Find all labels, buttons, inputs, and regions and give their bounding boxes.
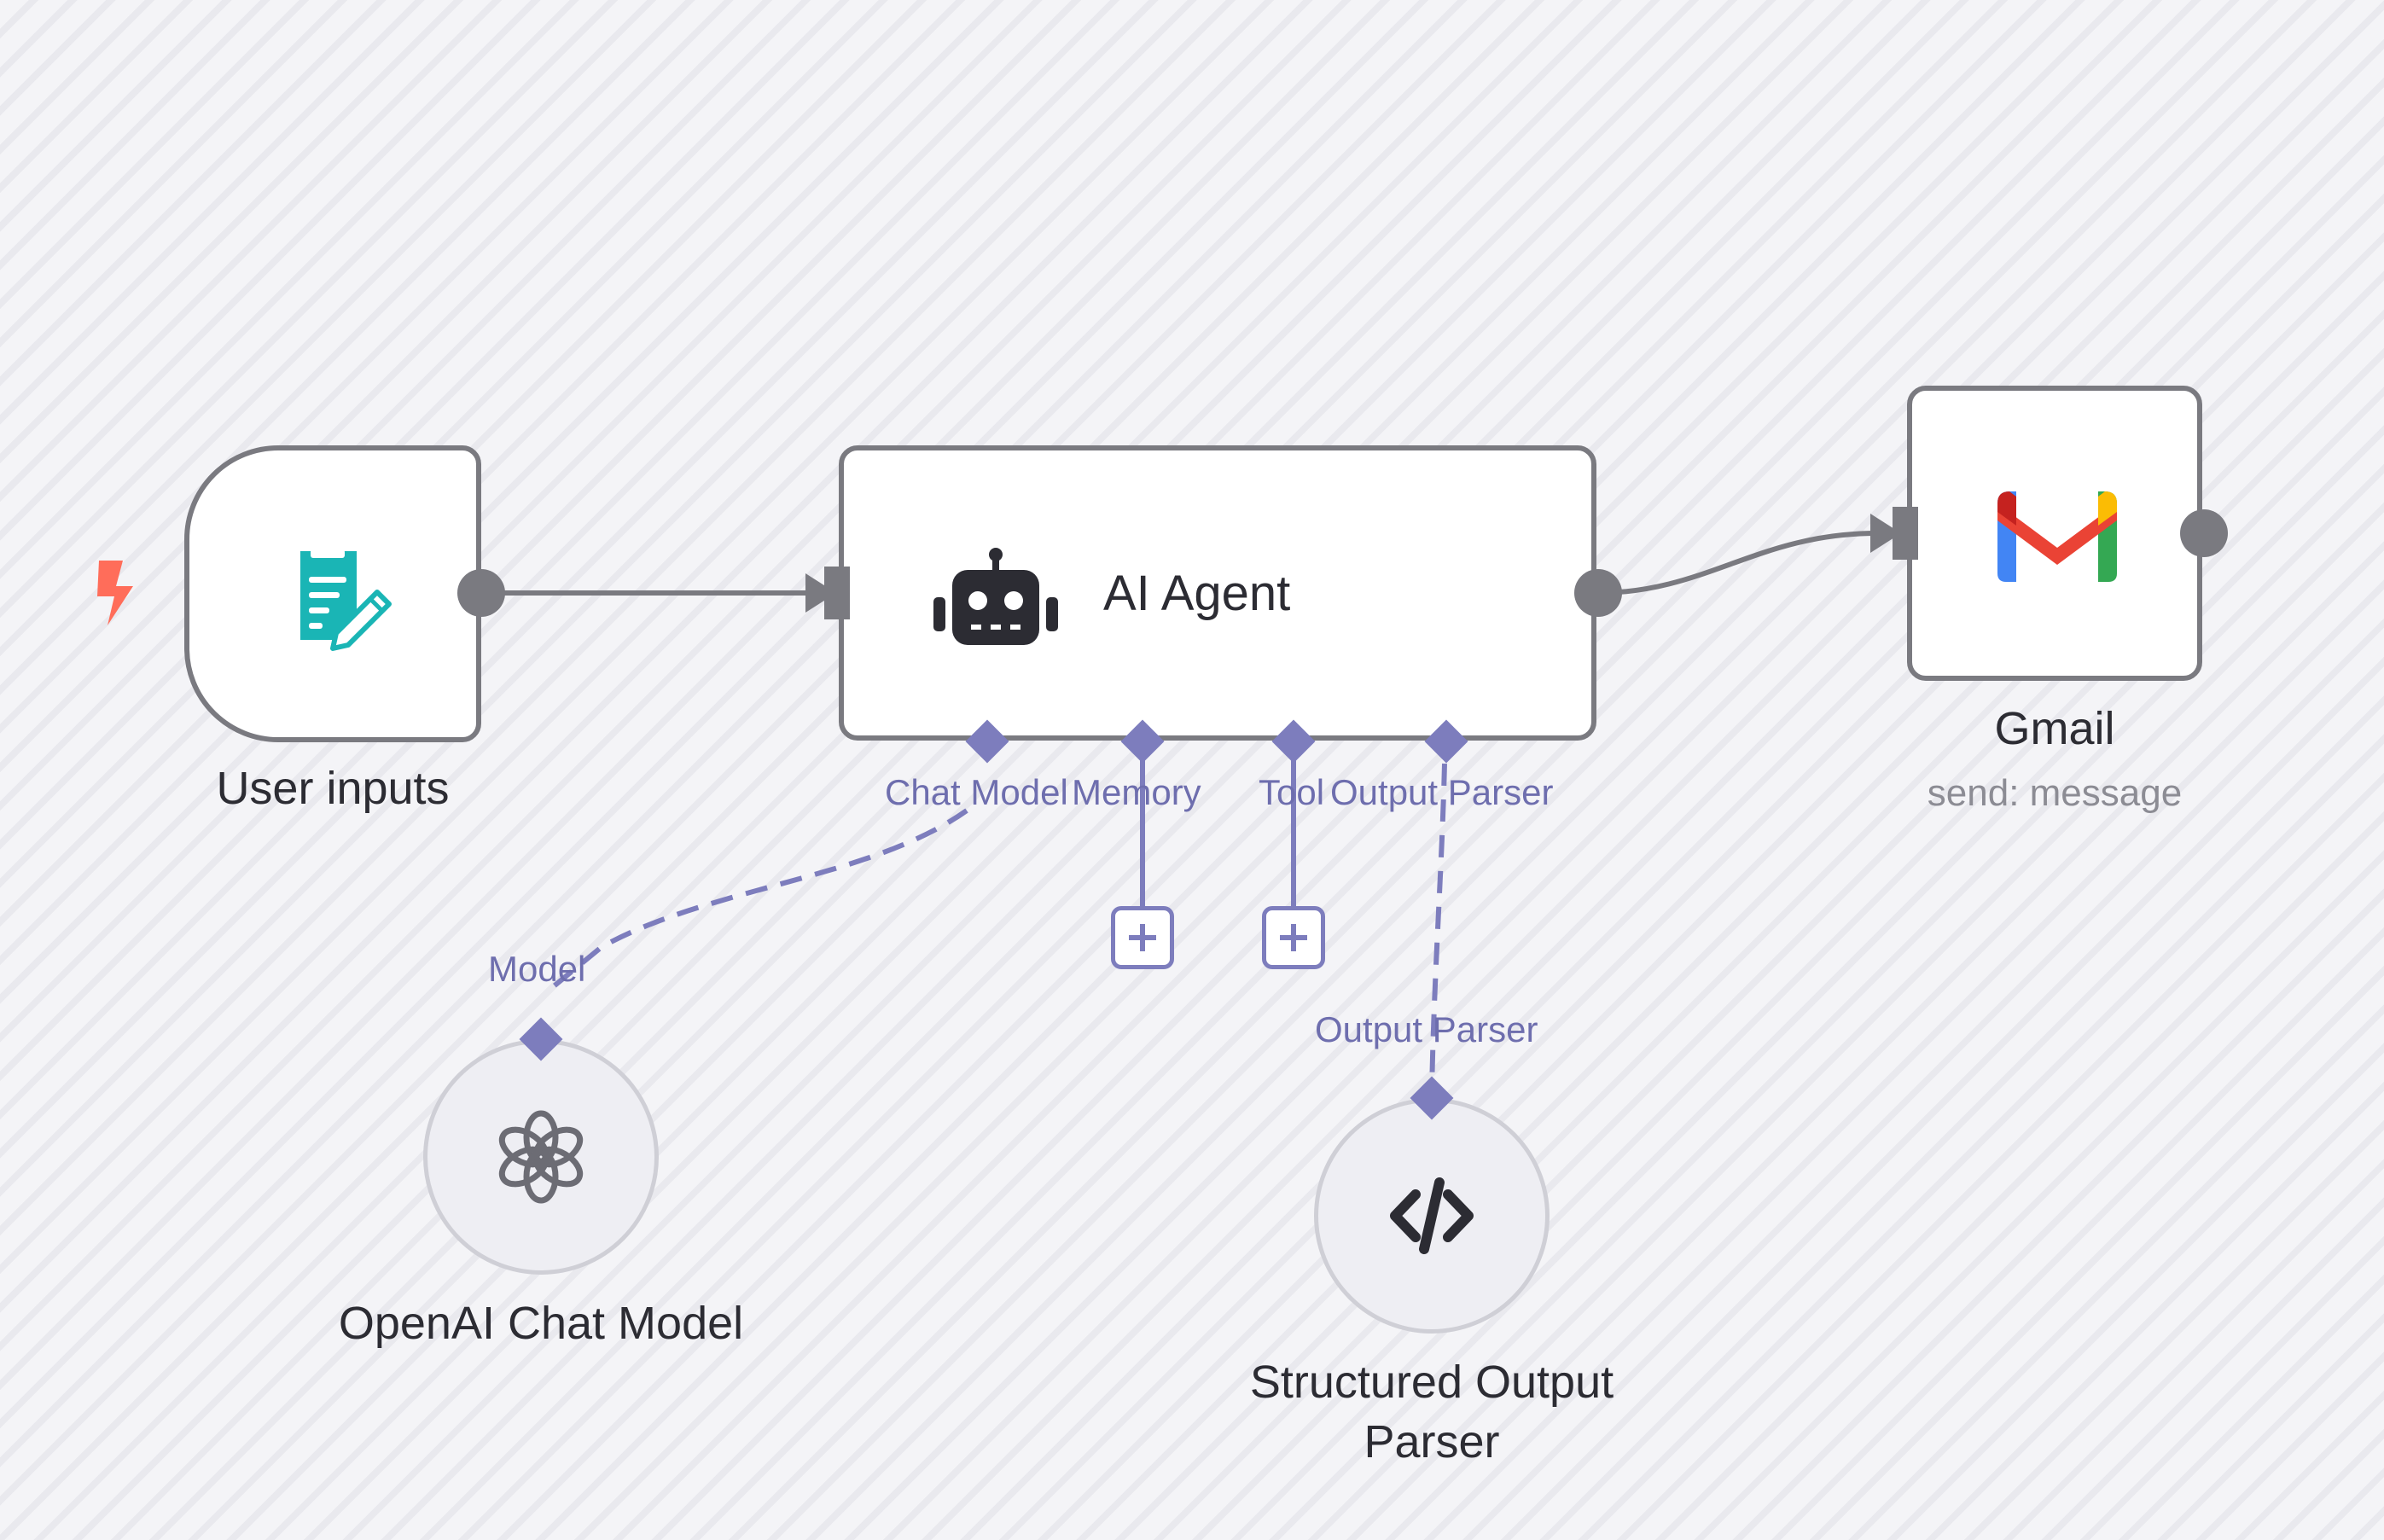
port-label-chat-model: Chat Model [885, 772, 1068, 812]
gmail-label: Gmail [1994, 703, 2115, 754]
ai-agent-node[interactable]: AI Agent [839, 445, 1596, 741]
connection-arrowhead [805, 573, 836, 613]
connection-agent-gmail[interactable] [1596, 531, 1878, 596]
lightning-icon [97, 561, 133, 625]
gmail-node[interactable] [1907, 386, 2202, 681]
output-port[interactable] [1572, 567, 1625, 619]
openai-chat-model-label: OpenAI Chat Model [338, 1298, 744, 1349]
robot-icon [933, 548, 1058, 645]
port-diamond-memory[interactable] [1116, 715, 1169, 768]
user-inputs-node[interactable] [184, 445, 481, 742]
input-port[interactable] [1891, 507, 1920, 560]
port-diamond-output-parser[interactable] [1420, 715, 1473, 768]
gmail-subtitle: send: message [1927, 772, 2183, 814]
port-label-output-parser: Output Parser [1330, 772, 1554, 812]
openai-chat-model-node[interactable] [423, 1039, 659, 1275]
structured-output-parser-label-line2: Parser [1364, 1416, 1500, 1467]
port-diamond-chat-model[interactable] [961, 715, 1014, 768]
port-label-model: Model [488, 949, 586, 989]
gmail-icon [1997, 491, 2117, 582]
port-diamond-parser[interactable] [1405, 1072, 1458, 1124]
ai-agent-title: AI Agent [1103, 566, 1291, 621]
add-memory-button[interactable] [1111, 906, 1174, 969]
plus-icon [1129, 924, 1156, 951]
port-diamond-tool[interactable] [1267, 715, 1320, 768]
form-edit-icon [300, 549, 392, 651]
plus-icon [1280, 924, 1307, 951]
output-port[interactable] [455, 567, 508, 619]
input-port[interactable] [823, 567, 852, 619]
connection-parser-dashed[interactable] [1429, 763, 1447, 1097]
structured-output-parser-label-line1: Structured Output [1249, 1357, 1614, 1408]
code-icon [1390, 1177, 1474, 1254]
port-label-tool: Tool [1259, 772, 1325, 812]
port-label-parser-output: Output Parser [1315, 1009, 1538, 1049]
add-tool-button[interactable] [1262, 906, 1325, 969]
structured-output-parser-node[interactable] [1314, 1098, 1550, 1334]
user-inputs-label: User inputs [216, 763, 450, 814]
connection-arrowhead [1870, 514, 1901, 553]
port-diamond-model[interactable] [515, 1013, 567, 1066]
openai-icon [498, 1110, 584, 1204]
port-label-memory: Memory [1072, 772, 1201, 812]
output-port[interactable] [2178, 507, 2230, 560]
connection-model-dashed[interactable] [543, 808, 968, 997]
